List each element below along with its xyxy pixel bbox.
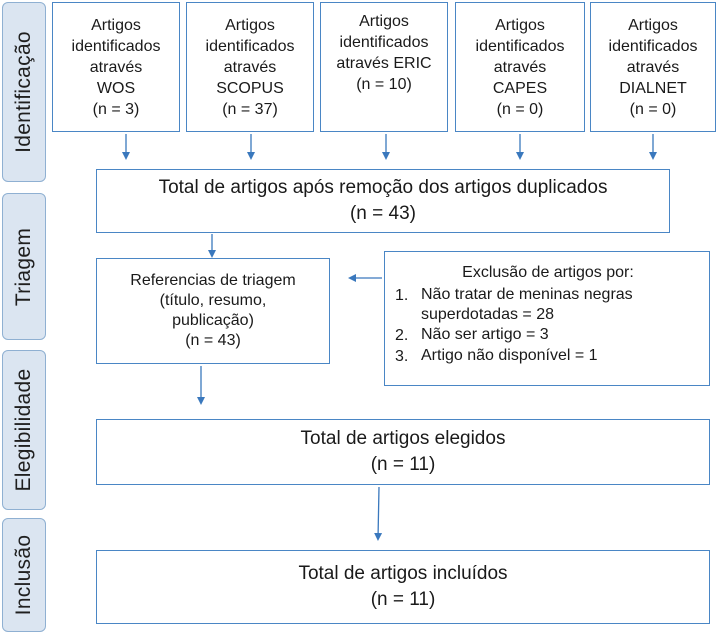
stage-inclusao: Inclusão [2,518,46,632]
source-box-capes: Artigos identificados através CAPES (n =… [455,2,585,132]
screening-count: (n = 43) [185,332,241,349]
source-line: identificados [71,37,161,55]
deduplicated-count: (n = 43) [349,203,416,224]
exclusion-item: 3. Artigo não disponível = 1 [395,346,633,367]
exclusion-item-number: 3. [395,348,409,365]
source-line: identificados [205,37,295,55]
stage-label-elegibilidade: Elegibilidade [12,368,35,492]
source-line: Artigos [628,16,678,34]
source-line: identificados [339,34,429,51]
stage-identificacao: Identificação [2,2,46,182]
source-line: através [626,58,680,76]
source-count: (n = 0) [629,100,677,118]
screening-line: Referencias de triagem [130,272,296,289]
source-line: através [89,58,143,76]
source-count: (n = 3) [92,100,140,118]
source-line: através [223,58,277,76]
source-count: (n = 10) [356,76,412,93]
exclusion-item: 1. Não tratar de meninas negras superdot… [395,285,633,325]
source-line: CAPES [492,79,548,97]
stage-label-identificacao: Identificação [12,31,35,153]
screening-line: publicação) [172,312,254,329]
eligible-box: Total de artigos elegidos (n = 11) [96,419,710,485]
source-box-wos: Artigos identificados através WOS (n = 3… [52,2,180,132]
exclusion-item-number: 1. [395,287,409,304]
deduplicated-text: Total de artigos após remoção dos artigo… [158,177,608,198]
included-box: Total de artigos incluídos (n = 11) [96,550,710,624]
source-line: Artigos [225,16,275,34]
source-count: (n = 37) [222,100,278,118]
eligible-count: (n = 11) [370,454,436,475]
stage-label-inclusao: Inclusão [12,534,35,616]
source-box-eric: Artigos identificados através ERIC (n = … [320,2,448,132]
source-line: Artigos [91,16,141,34]
exclusion-item-text: superdotadas = 28 [421,306,554,323]
source-line: identificados [475,37,565,55]
source-line: através [493,58,547,76]
eligible-text: Total de artigos elegidos [300,428,506,449]
exclusion-item-text: Não tratar de meninas negras [421,286,633,303]
screening-line: (título, resumo, [159,292,267,309]
screening-box: Referencias de triagem (título, resumo, … [96,258,330,364]
source-line: Artigos [495,16,545,34]
stage-elegibilidade: Elegibilidade [2,350,46,510]
source-line: WOS [96,79,136,97]
arrow-eligible-to-included [374,486,383,541]
included-text: Total de artigos incluídos [298,563,508,584]
source-count: (n = 0) [496,100,544,118]
included-count: (n = 11) [370,589,436,610]
source-box-dialnet: Artigos identificados através DIALNET (n… [590,2,716,132]
exclusion-title: Exclusão de artigos por: [462,264,634,281]
exclusion-item-text: Artigo não disponível = 1 [421,347,598,364]
stage-triagem: Triagem [2,193,46,340]
source-line: identificados [608,37,698,55]
deduplicated-box: Total de artigos após remoção dos artigo… [96,169,670,233]
source-line: SCOPUS [216,79,284,97]
stage-label-triagem: Triagem [12,227,35,306]
source-line: Artigos [359,13,409,30]
source-box-scopus: Artigos identificados através SCOPUS (n … [186,2,314,132]
exclusion-list: 1. Não tratar de meninas negras superdot… [395,285,633,367]
source-line: DIALNET [619,79,687,97]
exclusion-item: 2. Não ser artigo = 3 [395,325,633,346]
exclusion-item-number: 2. [395,327,409,344]
exclusion-item-text: Não ser artigo = 3 [421,326,549,343]
source-line: através ERIC [336,55,432,72]
exclusion-box: Exclusão de artigos por: 1. Não tratar d… [384,251,710,386]
